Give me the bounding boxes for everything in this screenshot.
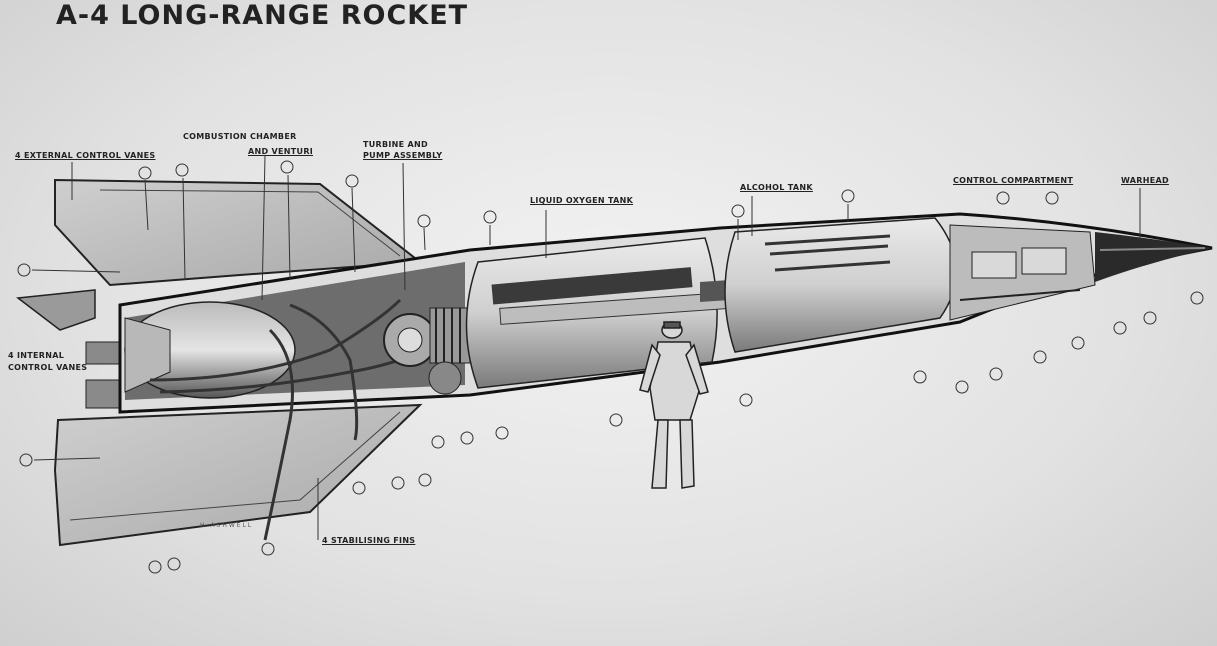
label-control-compartment: CONTROL COMPARTMENT — [953, 176, 1074, 185]
label-external-control-vanes: 4 EXTERNAL CONTROL VANES — [15, 151, 156, 160]
label-turbine-2: PUMP ASSEMBLY — [363, 151, 443, 160]
page-title: A-4 LONG-RANGE ROCKET — [56, 0, 469, 31]
label-warhead: WARHEAD — [1121, 176, 1169, 185]
label-combustion-chamber-2: AND VENTURI — [248, 147, 314, 156]
label-internal-vanes-1: 4 INTERNAL — [8, 351, 65, 360]
label-turbine-1: TURBINE AND — [363, 140, 428, 149]
label-alcohol-tank: ALCOHOL TANK — [740, 183, 813, 192]
label-internal-vanes-2: CONTROL VANES — [8, 363, 88, 372]
lower-fin — [53, 403, 423, 547]
label-combustion-chamber-1: COMBUSTION CHAMBER — [183, 132, 297, 141]
artist-signature: H ASHWELL — [200, 522, 254, 529]
label-lox-tank: LIQUID OXYGEN TANK — [530, 196, 634, 205]
human-figure — [639, 321, 709, 489]
turbine-assembly — [383, 307, 471, 395]
control-compartment — [949, 224, 1096, 321]
warhead — [1095, 232, 1212, 282]
callout-markers — [17, 155, 1204, 574]
label-stabilising-fins: 4 STABILISING FINS — [322, 536, 416, 545]
